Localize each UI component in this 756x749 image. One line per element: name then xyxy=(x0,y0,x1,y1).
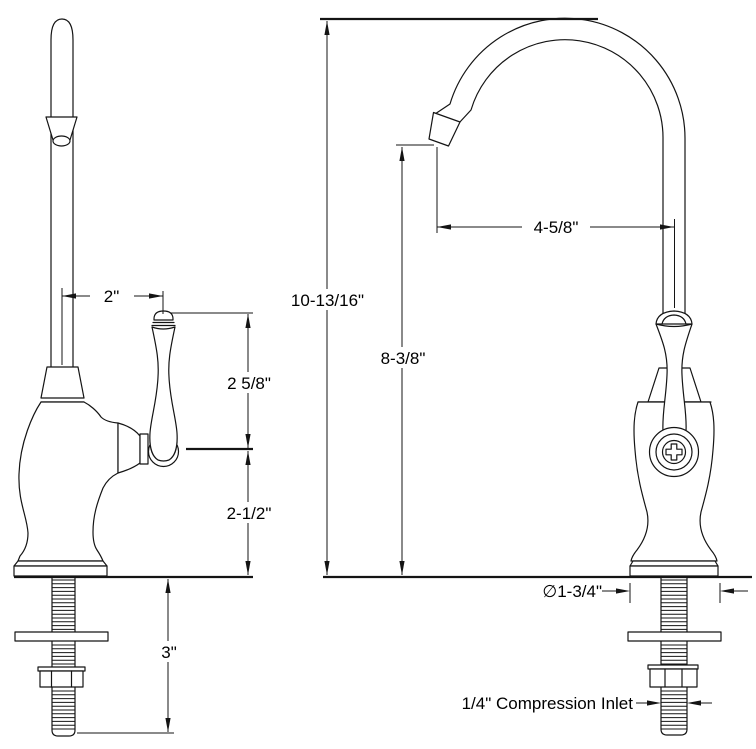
dim-body-height-label: 2-1/2" xyxy=(227,504,272,523)
side-view xyxy=(13,18,180,737)
note-compression-inlet-label: 1/4" Compression Inlet xyxy=(462,694,634,713)
note-compression-inlet: 1/4" Compression Inlet xyxy=(462,694,712,713)
handle-bonnet xyxy=(117,422,141,474)
dim-body-height: 2-1/2" xyxy=(221,451,277,575)
phillips-screw xyxy=(648,426,700,478)
handle-knob-dome xyxy=(153,310,174,321)
dim-base-diameter: ∅1-3/4" xyxy=(542,582,748,601)
dim-spout-offset: 2" xyxy=(62,286,163,306)
dim-spout-offset-label: 2" xyxy=(104,287,120,306)
dim-handle-height-label: 2 5/8" xyxy=(227,374,271,393)
aerator-outlet xyxy=(52,135,71,147)
faucet-body-side xyxy=(17,401,119,562)
dim-overall-height-label: 10-13/16" xyxy=(291,291,364,310)
spout-tube xyxy=(50,18,74,370)
lever-handle xyxy=(149,326,178,462)
shank-threads-front xyxy=(661,579,687,730)
dim-overall-height: 10-13/16" xyxy=(284,21,371,575)
base-flange-front xyxy=(629,560,719,567)
extension-lines xyxy=(61,144,721,734)
front-view xyxy=(428,17,722,736)
dim-spout-reach-label: 4-5/8" xyxy=(534,218,579,237)
spout-collar xyxy=(40,366,85,399)
dim-spout-height: 8-3/8" xyxy=(376,147,429,575)
mounting-washer-side xyxy=(14,631,109,642)
shank-threads-side xyxy=(52,579,75,730)
dim-shank-length: 3" xyxy=(157,579,181,732)
dim-base-diameter-label: ∅1-3/4" xyxy=(542,582,602,601)
dim-spout-reach: 4-5/8" xyxy=(437,216,674,237)
dim-spout-height-label: 8-3/8" xyxy=(381,349,426,368)
mounting-washer-front xyxy=(627,631,722,642)
gooseneck-spout xyxy=(434,17,686,320)
base-flange-side xyxy=(13,560,108,567)
dimension-annotations: 2" 2 5/8" 2-1/2" 3" xyxy=(14,17,752,734)
dim-shank-length-label: 3" xyxy=(161,643,177,662)
handle-neck-ring xyxy=(139,433,149,465)
spout-nozzle-front xyxy=(428,111,461,147)
mounting-nut-side xyxy=(37,666,86,688)
spout-base-dome xyxy=(655,310,693,325)
phillips-cross-icon xyxy=(665,443,683,461)
mounting-nut-front xyxy=(647,664,699,688)
dim-handle-height: 2 5/8" xyxy=(221,314,276,448)
